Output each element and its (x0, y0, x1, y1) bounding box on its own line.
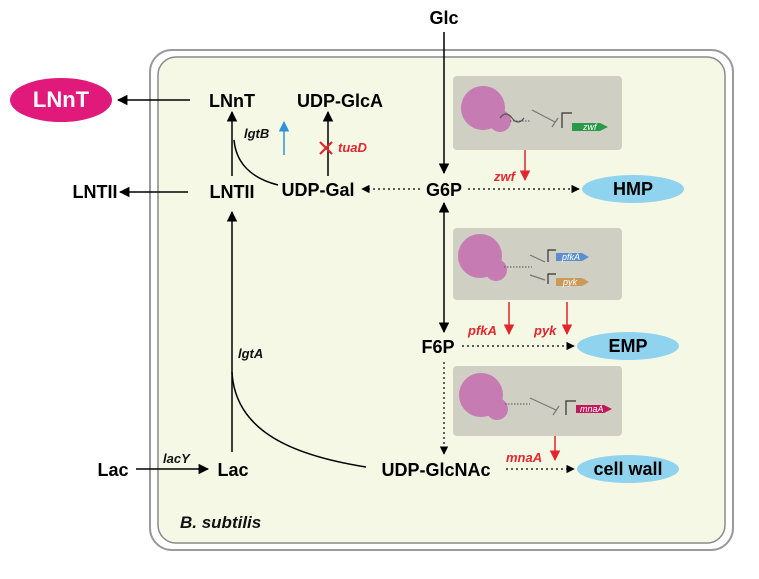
curve-udpglcnac-lgta (231, 371, 367, 468)
regulation-panel-zwf: zwf (453, 76, 622, 150)
enzyme-zwf: zwf (493, 169, 517, 184)
knockout-x-icon (319, 141, 333, 155)
gene-zwf-arrow (572, 123, 608, 131)
node-lac-internal: Lac (217, 460, 248, 480)
node-lac-external: Lac (97, 460, 128, 480)
node-lnnt: LNnT (209, 91, 255, 111)
gene-pyk-arrow (556, 278, 589, 286)
node-udp-glcnac: UDP-GlcNAc (381, 460, 490, 480)
node-udp-glca: UDP-GlcA (297, 91, 383, 111)
node-lntii-external: LNTII (73, 182, 118, 202)
enzyme-mnaa: mnaA (506, 450, 542, 465)
regulation-panel-pfka-pyk: pfkA pyk (453, 228, 622, 300)
node-cell-wall: cell wall (593, 459, 662, 479)
node-lnnt-external: LNnT (33, 87, 90, 112)
repression-line (531, 109, 556, 123)
enzyme-pyk: pyk (533, 323, 557, 338)
node-glc: Glc (429, 8, 458, 28)
enzyme-lacy: lacY (163, 451, 191, 466)
node-g6p: G6P (426, 180, 462, 200)
cell-wall-bubble (577, 455, 679, 483)
node-lntii: LNTII (210, 182, 255, 202)
node-emp: EMP (608, 336, 647, 356)
node-f6p: F6P (421, 337, 454, 357)
gene-zwf-label: zwf (582, 122, 598, 132)
gene-pyk-label: pyk (562, 277, 578, 287)
regulation-panel-mnaa: mnaA (453, 366, 622, 436)
curve-udpgal-lgtb (233, 139, 279, 186)
gene-pfka-arrow (556, 253, 589, 261)
gene-mnaa-arrow (576, 405, 612, 413)
lnnt-bubble (10, 78, 112, 122)
organism-label: B. subtilis (180, 513, 261, 532)
enzyme-pfka: pfkA (467, 323, 497, 338)
hmp-bubble (582, 175, 684, 203)
gene-pfka-label: pfkA (561, 252, 580, 262)
enzyme-lgtb: lgtB (244, 126, 269, 141)
node-hmp: HMP (613, 179, 653, 199)
emp-bubble (577, 332, 679, 360)
node-udp-gal: UDP-Gal (281, 180, 354, 200)
enzyme-lgta: lgtA (238, 346, 263, 361)
gene-mnaa-label: mnaA (580, 404, 604, 414)
enzyme-tuad: tuaD (338, 140, 368, 155)
